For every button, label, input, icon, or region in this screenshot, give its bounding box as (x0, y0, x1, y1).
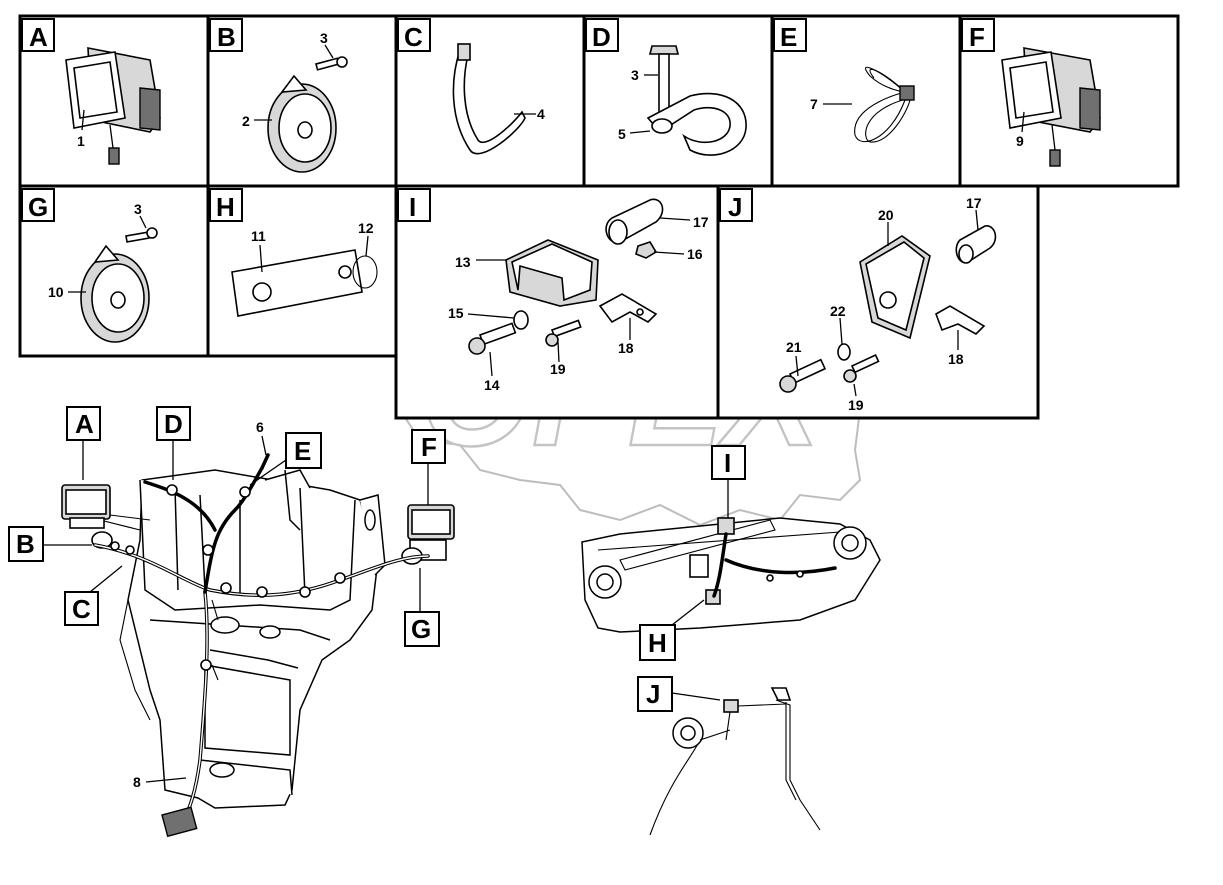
panel-e-part-7: 7 (810, 96, 818, 112)
panel-i: I 17 13 16 15 18 14 19 (394, 184, 720, 420)
callout-i-label: I (724, 448, 731, 478)
callout-h: H (639, 599, 705, 661)
loader-arm-assembly (581, 517, 881, 633)
panel-h: H 11 12 (206, 184, 398, 358)
cable-tie-icon (452, 43, 526, 155)
callout-d: D (156, 406, 191, 480)
panel-f-tag: F (969, 22, 985, 52)
panel-j-part-22: 22 (830, 303, 846, 319)
callout-g: G (404, 568, 440, 647)
panel-b: B 3 2 (206, 14, 398, 188)
callout-c-label: C (72, 594, 91, 624)
panel-j: J 20 17 22 21 18 19 (716, 184, 1040, 420)
callout-b: B (8, 526, 92, 562)
part-8-label: 8 (133, 774, 141, 790)
callout-g-label: G (411, 614, 431, 644)
callout-f-label: F (421, 432, 437, 462)
panel-d-part-5: 5 (618, 126, 626, 142)
callout-h-label: H (648, 628, 667, 658)
panel-i-part-13: 13 (455, 254, 471, 270)
bracket-plate-icon (231, 249, 378, 317)
callout-i: I (711, 445, 746, 518)
panel-a-tag: A (29, 22, 48, 52)
callout-c: C (64, 565, 123, 626)
panel-i-part-15: 15 (448, 305, 464, 321)
panel-e: E 7 (770, 14, 962, 188)
panel-f-part-9: 9 (1016, 133, 1024, 149)
panel-h-tag: H (216, 192, 235, 222)
horn-icon (267, 56, 348, 173)
callout-j-label: J (646, 679, 660, 709)
panel-e-tag: E (780, 22, 797, 52)
bracket-assembly-icon (468, 198, 664, 355)
part-6-label: 6 (256, 419, 264, 435)
panel-d-tag: D (592, 22, 611, 52)
horn-icon (80, 227, 158, 343)
panel-i-part-17: 17 (693, 214, 709, 230)
panel-j-part-17: 17 (966, 195, 982, 211)
p-clamp-icon (646, 45, 747, 156)
panel-j-part-20: 20 (878, 207, 894, 223)
callout-e: E (249, 432, 322, 486)
panel-g: G 3 10 (18, 184, 210, 358)
panel-h-part-12: 12 (358, 220, 374, 236)
strap-loop-icon (854, 66, 915, 143)
panel-b-tag: B (217, 22, 236, 52)
work-lamp-icon (1001, 47, 1101, 167)
overview-callouts: A D E B C F G (8, 406, 446, 790)
panel-b-part-2: 2 (242, 113, 250, 129)
panel-d-part-3: 3 (631, 67, 639, 83)
panel-g-tag: G (28, 192, 48, 222)
callout-f: F (411, 429, 446, 505)
bracket-assembly-icon (779, 225, 997, 393)
callout-d-label: D (164, 409, 183, 439)
callout-a: A (66, 406, 101, 480)
callout-e-label: E (294, 436, 311, 466)
panel-i-part-19: 19 (550, 361, 566, 377)
panel-j-part-18: 18 (948, 351, 964, 367)
panel-a: A 1 (18, 14, 210, 188)
rear-assembly (649, 687, 821, 836)
callout-b-label: B (16, 529, 35, 559)
panel-j-part-21: 21 (786, 339, 802, 355)
wire-harness (93, 453, 430, 838)
panel-c-tag: C (404, 22, 423, 52)
panel-i-tag: I (409, 192, 416, 222)
panel-j-part-19: 19 (848, 397, 864, 413)
panel-g-part-10: 10 (48, 284, 64, 300)
panel-g-part-3: 3 (134, 201, 142, 217)
panel-d: D 3 5 (582, 14, 774, 188)
panel-a-part-1: 1 (77, 133, 85, 149)
work-lamp-icon (65, 47, 161, 165)
work-lamp-icon (61, 484, 111, 529)
panel-c-part-4: 4 (537, 106, 545, 122)
panel-i-part-16: 16 (687, 246, 703, 262)
panel-h-part-11: 11 (251, 228, 266, 244)
front-frame-assembly (61, 453, 455, 838)
panel-c: C 4 (394, 14, 586, 188)
panel-i-part-14: 14 (484, 377, 500, 393)
panel-f: F 9 (958, 14, 1180, 188)
panel-j-tag: J (728, 192, 742, 222)
callout-j: J (637, 676, 721, 712)
panel-b-part-3: 3 (320, 30, 328, 46)
panel-i-part-18: 18 (618, 340, 634, 356)
callout-a-label: A (75, 409, 94, 439)
